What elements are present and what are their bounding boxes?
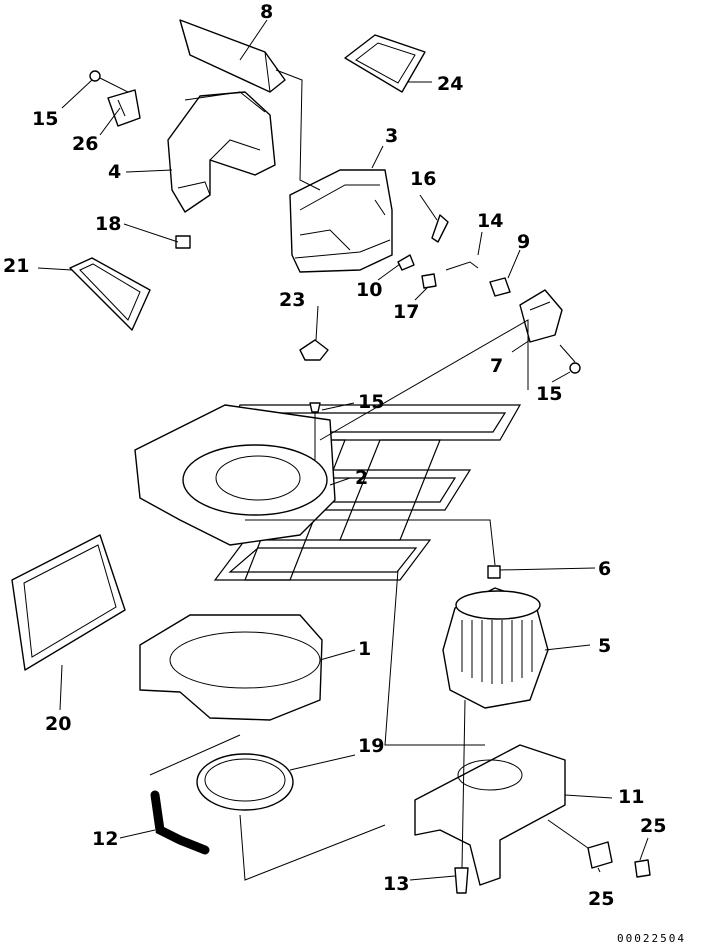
callout-7: 7 — [490, 355, 503, 377]
part-25-resistor — [587, 841, 613, 869]
part-8-filter-plate — [179, 19, 286, 93]
callout-6: 6 — [598, 558, 611, 580]
callout-15: 15 — [536, 383, 562, 405]
part-24-connector — [299, 339, 329, 361]
part-17-nut — [421, 273, 437, 289]
callout-2: 2 — [355, 467, 368, 489]
callout-3: 3 — [385, 125, 398, 147]
callout-15: 15 — [358, 391, 384, 413]
callout-9: 9 — [517, 231, 530, 253]
part-5-blower-motor — [442, 587, 549, 709]
callout-20: 20 — [45, 713, 71, 735]
part-18-clip — [175, 235, 191, 249]
callout-21: 21 — [3, 255, 29, 277]
part-23-screw — [634, 859, 651, 878]
callout-22: 24 — [437, 73, 463, 95]
part-15-screw-mid — [309, 402, 321, 413]
callout-26: 26 — [72, 133, 98, 155]
part-22-seal — [344, 34, 426, 93]
part-26-bracket — [89, 70, 141, 127]
callout-14: 13 — [383, 873, 409, 895]
part-9-lever — [489, 277, 511, 297]
part-6-clip — [487, 565, 501, 579]
leader-lines — [37, 19, 649, 881]
watermark-logo — [173, 404, 522, 581]
callout-25: 25 — [588, 888, 614, 910]
drawing-number: 00022504 — [617, 932, 686, 945]
callout-11: 11 — [618, 786, 644, 808]
callout-8: 8 — [260, 1, 273, 23]
part-20-gasket — [11, 534, 126, 671]
callout-19: 19 — [358, 735, 384, 757]
callout-15: 15 — [32, 108, 58, 130]
callout-12: 12 — [92, 828, 118, 850]
part-16-screw — [431, 214, 449, 243]
part-12-hose — [150, 790, 210, 855]
callout-17: 17 — [393, 301, 419, 323]
part-3-upper-case — [289, 169, 393, 273]
callout-18: 18 — [95, 213, 121, 235]
part-11-bracket — [414, 744, 566, 886]
part-4-duct — [167, 91, 276, 213]
part-14-bolt — [454, 867, 469, 894]
callout-5: 5 — [598, 635, 611, 657]
callout-16: 16 — [410, 168, 436, 190]
part-10-plate — [397, 254, 415, 271]
part-21-filter — [69, 257, 151, 331]
part-1-housing-lower — [139, 614, 323, 721]
callout-4: 4 — [108, 161, 121, 183]
part-7-actuator — [519, 289, 581, 374]
callout-13: 14 — [477, 210, 503, 232]
callouts: 8 24 15 26 3 4 16 18 14 9 21 10 23 17 7 … — [3, 1, 666, 910]
callout-10: 10 — [356, 279, 382, 301]
part-13-rod — [445, 261, 479, 271]
callout-24: 23 — [279, 289, 305, 311]
callout-23: 25 — [640, 815, 666, 837]
callout-1: 1 — [358, 638, 371, 660]
part-19-ring — [196, 753, 294, 811]
part-2-housing-upper — [134, 404, 336, 546]
